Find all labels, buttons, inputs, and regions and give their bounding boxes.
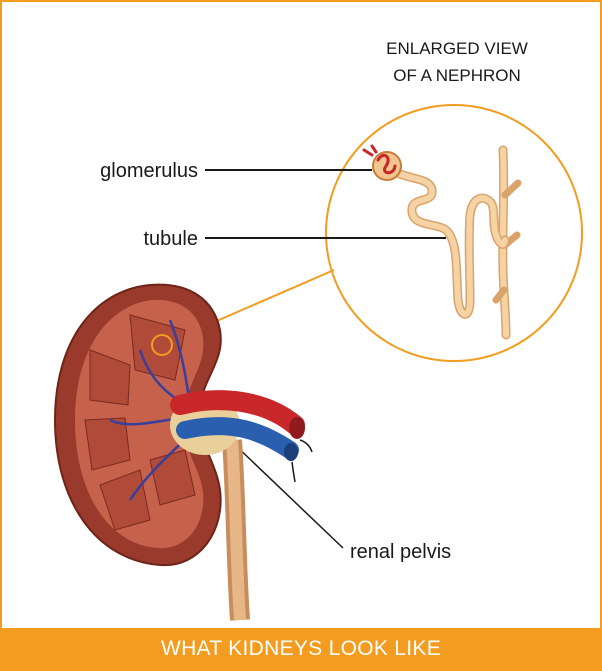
renal-pelvis-label: renal pelvis [350,541,451,563]
tubule-label: tubule [144,228,199,250]
kidney-illustration [55,285,312,620]
magnifier-circle [326,105,582,361]
glomerulus-label: glomerulus [100,160,198,182]
inset-title-line2: OF A NEPHRON [393,66,521,85]
footer-banner: WHAT KIDNEYS LOOK LIKE [2,628,600,669]
inset-title-line1: ENLARGED VIEW [386,39,528,58]
footer-title: WHAT KIDNEYS LOOK LIKE [161,637,441,661]
